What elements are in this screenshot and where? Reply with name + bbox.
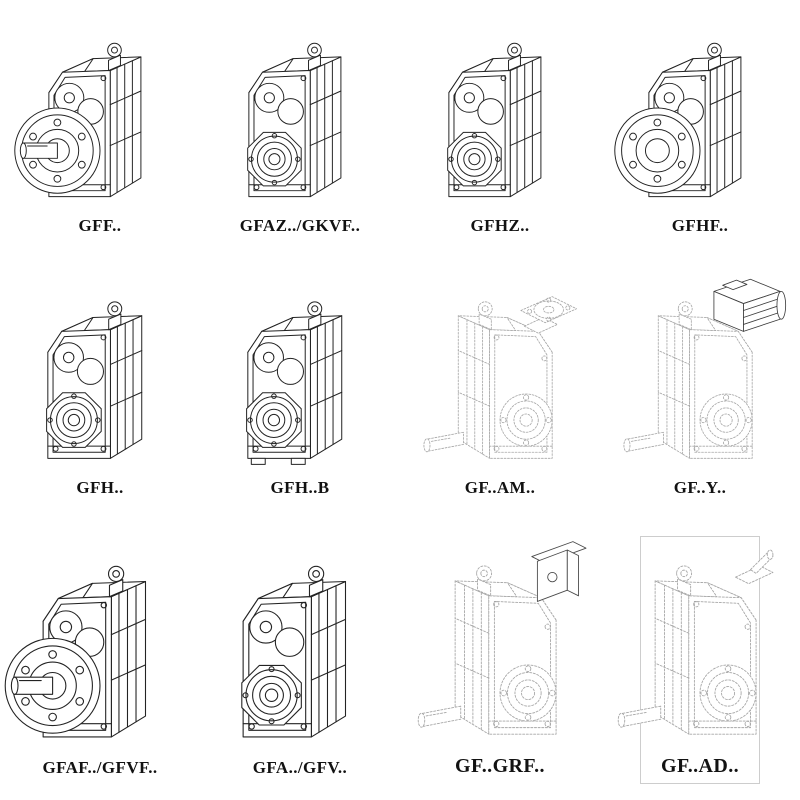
mounting-feet (250, 457, 306, 465)
catalog-item-gff: GFF.. (14, 16, 160, 242)
output-shaft (10, 676, 54, 695)
model-label: GF..AD.. (660, 755, 740, 777)
drawing-hollow-shaft-gear-unit (447, 42, 542, 198)
hollow-output-bore (247, 131, 302, 187)
hollow-output-bore (241, 664, 302, 726)
iec-adapter-flange (520, 296, 577, 334)
drawing-gear-unit-with-input-shaft-adapter (617, 549, 774, 735)
catalog-item-gfh-b: GFH..B (240, 274, 360, 504)
catalog-item-gf-grf: GF..GRF.. (417, 536, 587, 784)
catalog-item-gf-y: GF..Y.. (623, 274, 787, 504)
catalog-item-gfaz-gkvf: GFAZ../GKVF.. (240, 16, 360, 242)
drawing-flange-gear-unit (614, 42, 742, 198)
output-shaft (617, 705, 662, 728)
output-shaft (417, 705, 462, 728)
model-label: GFHZ.. (470, 216, 530, 235)
catalog-item-gfh: GFH.. (40, 274, 160, 504)
model-label: GF..Y.. (673, 478, 727, 497)
model-label: GFH..B (270, 478, 330, 497)
catalog-item-gfa-gfv: GFA../GFV.. (240, 536, 360, 784)
model-label: GFAZ../GKVF.. (239, 216, 361, 235)
model-label: GF..AM.. (464, 478, 536, 497)
catalog-item-gf-am: GF..AM.. (423, 274, 577, 504)
drawing-hollow-shaft-gear-unit (46, 301, 143, 459)
drawing-gear-unit-with-iec-adapter (423, 296, 577, 459)
output-flange-face (499, 664, 557, 722)
output-flange-face (699, 664, 757, 722)
motor-body (713, 278, 787, 332)
drawing-flange-gear-unit-with-shaft (4, 565, 147, 738)
hollow-output-bore (46, 392, 102, 448)
drawing-hollow-bore-gear-unit (247, 42, 342, 198)
drawing-gear-unit-with-motor (623, 278, 787, 459)
output-shaft (19, 142, 58, 159)
model-label: GFAF../GFVF.. (42, 758, 158, 777)
adapter-housing (531, 541, 587, 602)
catalog-item-gfaf-gfvf: GFAF../GFVF.. (4, 536, 160, 784)
output-shaft (623, 431, 664, 453)
input-shaft-adapter (735, 549, 774, 585)
drawing-hollow-bore-gear-unit (241, 565, 347, 738)
model-label: GFF.. (78, 216, 122, 235)
model-label: GFH.. (76, 478, 124, 497)
hollow-output-bore (246, 392, 302, 448)
drawing-foot-mounted-hollow-shaft-gear-unit (246, 301, 343, 465)
drawing-flange-gear-unit-with-shaft (14, 42, 142, 198)
adapter-box (531, 541, 587, 602)
output-flange (614, 107, 701, 194)
electric-motor (713, 278, 787, 332)
catalog-item-gfhf: GFHF.. (614, 16, 760, 242)
model-label: GFHF.. (671, 216, 729, 235)
hollow-output-bore (447, 131, 502, 187)
model-label: GF..GRF.. (455, 755, 545, 777)
output-flange-face (699, 393, 753, 447)
model-label: GFA../GFV.. (252, 758, 348, 777)
catalog-item-gfhz: GFHZ.. (440, 16, 560, 242)
drawing-gear-unit-with-adapter-housing (417, 541, 587, 735)
output-flange-face (499, 393, 553, 447)
output-shaft (423, 431, 464, 453)
catalog-item-gf-ad: GF..AD.. (617, 536, 774, 784)
